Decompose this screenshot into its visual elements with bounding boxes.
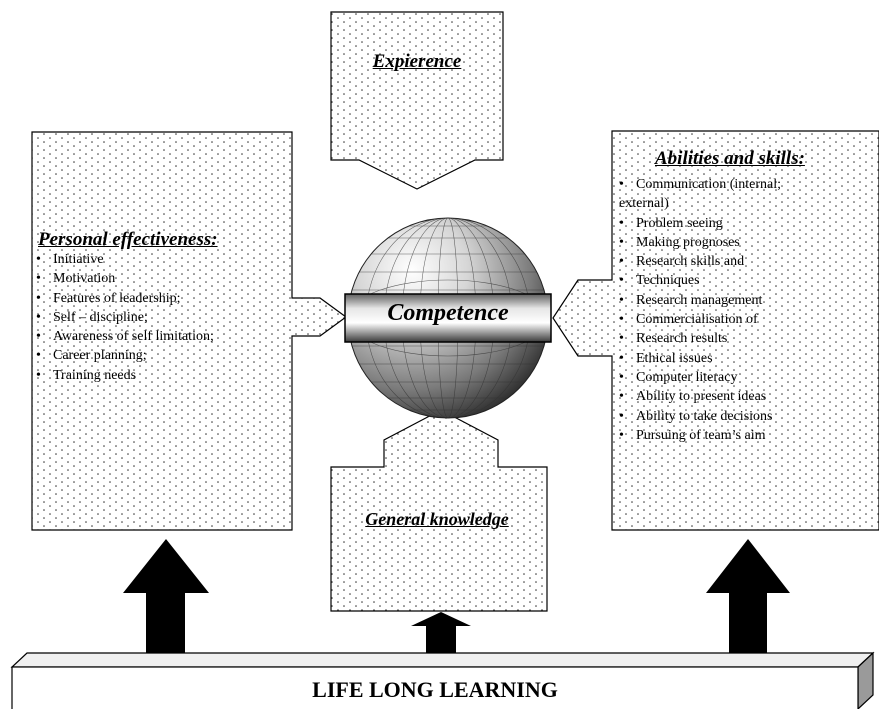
list-item: Awareness of self limitation; [36,327,214,347]
life-long-learning-bar [10,651,875,709]
experience-callout [330,11,504,190]
list-item: Motivation [36,269,214,289]
list-item: Ability to take decisions [619,407,781,427]
list-item: Commercialisation of [619,310,781,330]
competence-bar [344,293,552,343]
experience-label: Expierence [372,51,462,72]
list-item: Research results [619,329,781,349]
list-item: Features of leadership; [36,289,214,309]
list-item: Self – discipline; [36,308,214,328]
list-item: Ethical issues [619,349,781,369]
personal-effectiveness-heading: Personal effectiveness: [38,229,218,250]
list-item: Pursuing of team’s aim [619,426,781,446]
list-item: Initiative [36,250,214,270]
up-arrow-left-icon [123,539,209,655]
list-item: Communication (internal; [619,175,781,195]
list-item: Ability to present ideas [619,387,781,407]
general-knowledge-callout [330,409,548,612]
list-item: Research skills and [619,252,781,272]
list-item: Problem seeing [619,214,781,234]
competence-label: Competence [387,300,509,326]
up-arrow-center-icon [411,612,471,655]
list-item: Career planning; [36,346,214,366]
list-item: Training needs [36,366,214,386]
personal-effectiveness-list: InitiativeMotivation Features of leaders… [36,250,214,385]
abilities-skills-list: Communication (internal;external) Problem… [619,175,781,445]
list-item: Making prognoses [619,233,781,253]
general-knowledge-label: General knowledge [365,509,509,529]
list-item: external) [619,196,669,212]
list-item: Techniques [619,271,781,291]
life-long-learning-label: LIFE LONG LEARNING [312,677,558,702]
abilities-skills-heading: Abilities and skills: [655,148,805,169]
up-arrow-right-icon [706,539,790,655]
list-item: Research management [619,291,781,311]
list-item: Computer literacy [619,368,781,388]
